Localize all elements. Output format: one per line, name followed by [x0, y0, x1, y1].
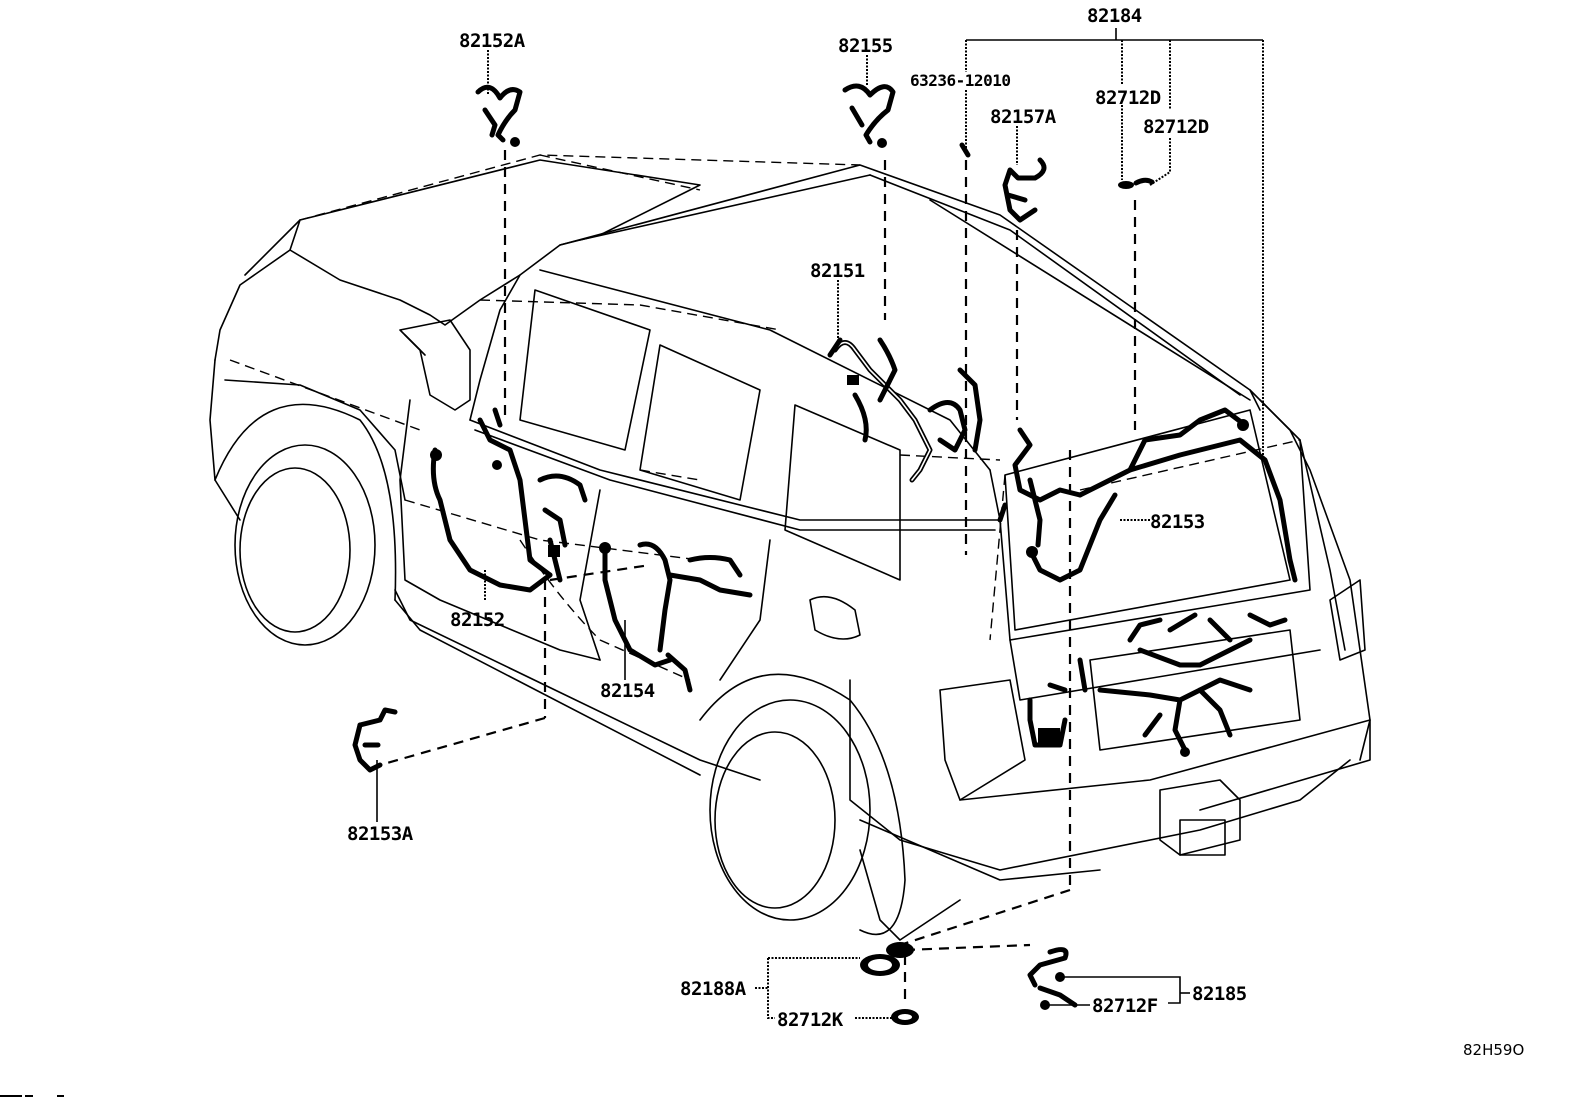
- harness-82153[interactable]: [997, 407, 1298, 583]
- clamp-82712K[interactable]: [891, 1009, 919, 1025]
- label-82153A[interactable]: 82153A: [347, 823, 414, 845]
- harness-82185[interactable]: [1027, 947, 1078, 1008]
- label-63236-12010[interactable]: 63236-12010: [910, 71, 1011, 90]
- harness-82152A[interactable]: [475, 84, 523, 147]
- label-82712D-2[interactable]: 82712D: [1143, 116, 1209, 138]
- label-82185[interactable]: 82185: [1192, 983, 1247, 1005]
- harness-82153-lower[interactable]: [1027, 612, 1288, 757]
- clamp-82712D[interactable]: [1118, 177, 1155, 189]
- label-82157A[interactable]: 82157A: [990, 106, 1057, 128]
- label-82712F[interactable]: 82712F: [1092, 995, 1158, 1017]
- clamp-82712F[interactable]: [1040, 1000, 1050, 1010]
- label-82712K[interactable]: 82712K: [777, 1009, 844, 1031]
- label-82154[interactable]: 82154: [600, 680, 655, 702]
- label-82155[interactable]: 82155: [838, 35, 893, 57]
- label-82153[interactable]: 82153: [1150, 511, 1205, 533]
- diagram-reference-code: 82H59O: [1463, 1041, 1524, 1059]
- clip-63236-12010[interactable]: [959, 142, 971, 158]
- label-82152A[interactable]: 82152A: [459, 30, 526, 52]
- label-82188A[interactable]: 82188A: [680, 978, 747, 1000]
- harness-82155[interactable]: [842, 83, 896, 148]
- harness-82152[interactable]: [430, 407, 588, 593]
- harness-82153A[interactable]: [352, 707, 398, 773]
- label-82152[interactable]: 82152: [450, 609, 505, 631]
- harness-82157A[interactable]: [1002, 157, 1047, 223]
- grommet-82188A[interactable]: [860, 942, 914, 976]
- harness-82151[interactable]: [827, 337, 983, 483]
- label-82151[interactable]: 82151: [810, 260, 865, 282]
- hidden-lines: [229, 154, 1301, 681]
- label-82184[interactable]: 82184: [1087, 5, 1142, 27]
- harness-82154[interactable]: [599, 541, 753, 693]
- leader-lines: [376, 28, 1264, 1019]
- label-82712D-1[interactable]: 82712D: [1095, 87, 1161, 109]
